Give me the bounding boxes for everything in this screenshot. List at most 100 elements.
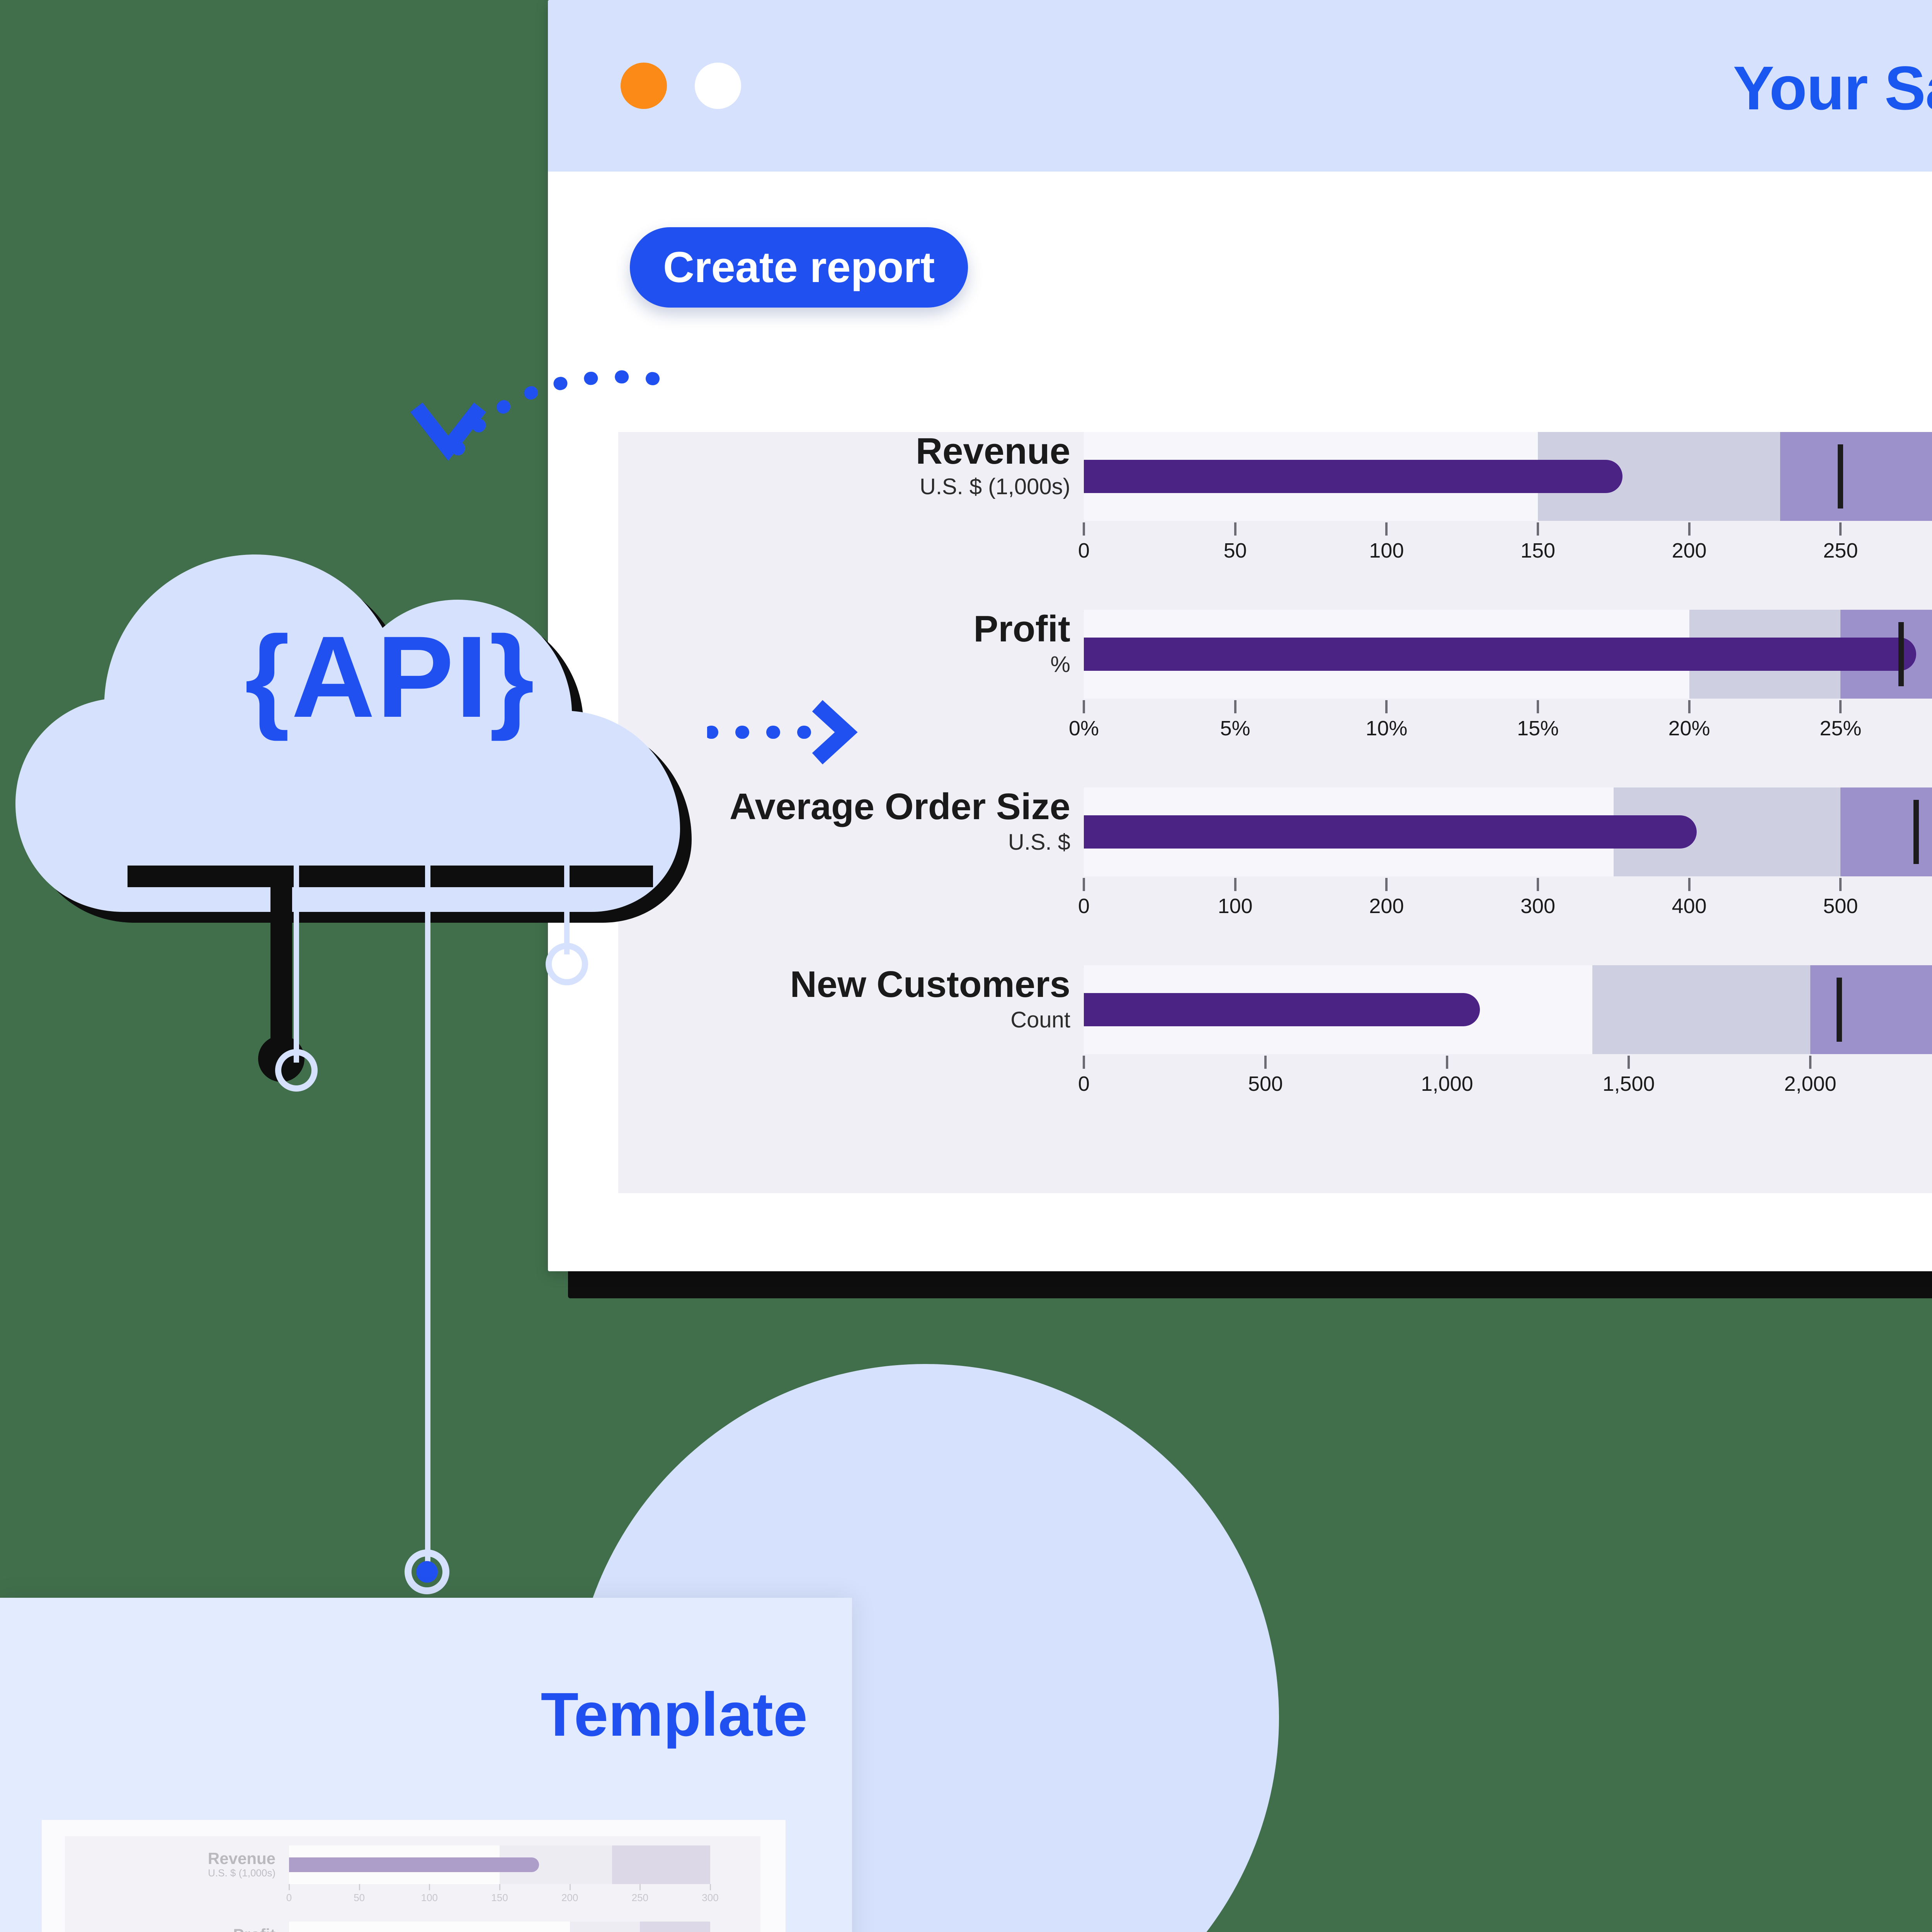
axis-tick-label: 5%: [1220, 717, 1250, 740]
connector-node-template: [405, 1549, 449, 1594]
connector-shadow-vertical: [270, 866, 292, 1066]
axis-tick: [569, 1884, 571, 1890]
axis-tick: [1809, 1056, 1811, 1069]
api-cloud-group: {API}: [0, 456, 835, 997]
metric-row: Profit%0%5%10%15%20%25%30%: [618, 608, 1932, 787]
axis-tick-label: 500: [1248, 1072, 1283, 1095]
bullet-track: [1084, 965, 1932, 1054]
axis-tick: [1537, 878, 1539, 891]
axis-tick: [1839, 700, 1842, 713]
axis-tick: [1234, 522, 1236, 536]
axis-tick-label: 100: [1369, 539, 1404, 562]
axis-tick: [1446, 1056, 1448, 1069]
axis-tick: [1083, 878, 1085, 891]
browser-titlebar: Your SaaS App: [548, 0, 1932, 172]
metric-units: U.S. $ (1,000s): [208, 1867, 276, 1879]
orange-dot-icon[interactable]: [621, 63, 667, 109]
bullet-track: [1084, 787, 1932, 876]
bullet-track: [1084, 610, 1932, 699]
axis-tick-label: 200: [561, 1892, 578, 1903]
bullet-track: [1084, 432, 1932, 521]
axis-tick-label: 15%: [1517, 717, 1559, 740]
bullet-graph: 0100200300400500600: [1078, 787, 1932, 924]
axis-tick-label: 100: [1218, 895, 1253, 918]
measure-bar: [1084, 993, 1480, 1026]
qualitative-band-3: [640, 1922, 710, 1932]
axis-tick: [710, 1884, 711, 1890]
x-axis: 0%5%10%15%20%25%30%: [1069, 700, 1932, 747]
app-title: Your SaaS App: [1733, 53, 1932, 122]
axis-tick-label: 0: [1078, 1072, 1090, 1095]
qualitative-band-1: [289, 1922, 570, 1932]
axis-tick-label: 250: [631, 1892, 649, 1903]
dotted-arrow-to-chart: [707, 700, 858, 765]
axis-tick: [359, 1884, 360, 1890]
connector-ring-right: [546, 943, 588, 985]
x-axis: 0100200300400500600: [1078, 878, 1932, 924]
qualitative-band-3: [612, 1845, 710, 1884]
metric-title: Profit: [65, 1926, 276, 1932]
metric-title: Profit: [973, 608, 1070, 650]
metric-units: Count: [1010, 1007, 1070, 1032]
measure-bar: [289, 1857, 539, 1872]
qualitative-band-3: [1780, 432, 1932, 521]
axis-tick: [499, 1884, 500, 1890]
cloud-icon: [15, 554, 680, 912]
metric-row: New CustomersCount05001,0001,5002,0002,5…: [618, 965, 1932, 1143]
connector-line-right: [564, 866, 570, 954]
qualitative-band-3: [1810, 965, 1932, 1054]
axis-tick-label: 500: [1823, 895, 1858, 918]
connector-ring-left: [275, 1049, 318, 1092]
axis-tick: [1537, 522, 1539, 536]
axis-tick: [1839, 878, 1842, 891]
axis-tick: [1083, 1056, 1085, 1069]
axis-tick-label: 200: [1369, 895, 1404, 918]
measure-bar: [1084, 638, 1917, 671]
axis-tick: [1385, 522, 1388, 536]
axis-tick: [1264, 1056, 1267, 1069]
axis-tick: [639, 1884, 641, 1890]
axis-tick-label: 0: [1078, 539, 1090, 562]
metric-title: New Customers: [790, 964, 1070, 1005]
metric-label-block: Profit%: [618, 608, 1070, 678]
axis-tick: [1839, 522, 1842, 536]
axis-tick-label: 300: [702, 1892, 719, 1903]
axis-tick: [1688, 878, 1690, 891]
axis-tick-label: 1,500: [1602, 1072, 1655, 1095]
axis-tick: [289, 1884, 290, 1890]
qualitative-band-2: [1592, 965, 1810, 1054]
axis-tick: [1628, 1056, 1630, 1069]
axis-tick-label: 150: [491, 1892, 508, 1903]
axis-tick: [1385, 878, 1388, 891]
metric-row: Profit%0%5%10%15%20%25%30%: [65, 1912, 760, 1932]
axis-tick-label: 10%: [1366, 717, 1408, 740]
axis-tick-label: 0%: [1068, 717, 1099, 740]
axis-tick-label: 0: [286, 1892, 292, 1903]
metric-units: U.S. $: [1008, 829, 1070, 855]
bullet-graph: 0%5%10%15%20%25%30%: [289, 1922, 710, 1932]
axis-tick-label: 50: [354, 1892, 365, 1903]
axis-tick: [1083, 700, 1085, 713]
white-dot-icon[interactable]: [695, 63, 741, 109]
bullet-graph: 0%5%10%15%20%25%30%: [1069, 610, 1932, 747]
target-marker: [1898, 622, 1904, 686]
create-report-button[interactable]: Create report: [630, 227, 968, 308]
axis-tick-label: 200: [1672, 539, 1707, 562]
target-marker: [1838, 444, 1844, 509]
metric-title: Average Order Size: [729, 786, 1070, 827]
axis-tick: [1385, 700, 1388, 713]
api-label: {API}: [245, 612, 536, 742]
axis-tick-label: 300: [1520, 895, 1556, 918]
bullet-track: [289, 1845, 710, 1884]
